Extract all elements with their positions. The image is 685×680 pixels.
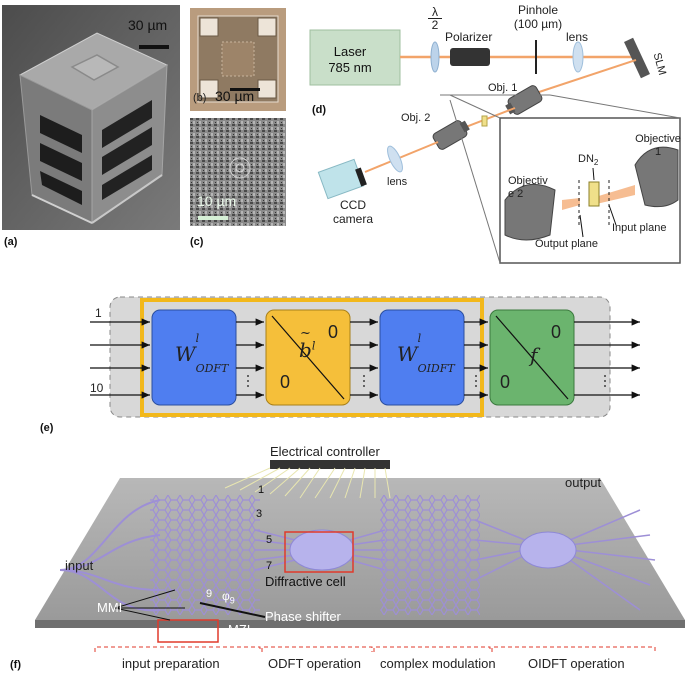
panel-b-scale-text: 30 µm: [215, 88, 255, 104]
photonic-chip-diagram: [0, 440, 685, 675]
pinhole-line1: Pinhole: [517, 3, 559, 17]
panel-f-label: (f): [10, 659, 21, 671]
ccd-line2: camera: [332, 212, 373, 226]
optical-setup-diagram: [300, 0, 685, 270]
panel-d-label: (d): [312, 104, 327, 116]
block-bias-zero-bottom: 0: [280, 372, 291, 392]
panel-c-scale-text: 10 µm: [197, 193, 237, 209]
objective1-line2: 1: [654, 146, 662, 158]
block-bias-zero-top: 0: [328, 322, 339, 342]
output-label: output: [565, 475, 602, 490]
obj1-label: Obj. 1: [488, 82, 518, 94]
block-bias-main: b: [299, 338, 312, 362]
panel-a-label: (a): [4, 236, 18, 248]
block-oidft-sup: l: [417, 332, 422, 345]
phi-sub: 9: [229, 595, 235, 606]
objective1-line1: Objective: [635, 133, 681, 145]
block-oidft-sub: OIDFT: [417, 362, 455, 375]
input-index-bottom: 10: [90, 381, 104, 395]
section-complex-modulation: complex modulation: [380, 656, 496, 671]
port-index-3: 3: [256, 508, 263, 520]
dn2-label: DN2: [578, 153, 598, 167]
block-activation: f: [530, 343, 538, 367]
diffractive-layer-image: [190, 118, 286, 226]
block-bias: ~bl: [299, 326, 316, 362]
panel-e-label: (e): [40, 422, 54, 434]
pinhole-line2: (100 µm): [513, 17, 563, 31]
half-wave-plate-label: λ 2: [428, 6, 442, 31]
port-index-9: 9: [206, 588, 213, 600]
block-oidft-main: W: [397, 342, 418, 366]
polarizer-label: Polarizer: [445, 30, 493, 44]
objective2-line1: Objectiv: [508, 175, 548, 187]
electrical-controller-label: Electrical controller: [270, 444, 380, 459]
input-index-top: 1: [95, 306, 102, 320]
diffractive-cell-label: Diffractive cell: [265, 574, 346, 589]
block-odft-sub: ODFT: [195, 362, 229, 375]
output-plane-label: Output plane: [535, 238, 598, 250]
dn2-text: DN: [578, 153, 594, 165]
pinhole-label: Pinhole (100 µm): [508, 3, 568, 31]
input-label: input: [65, 558, 94, 573]
ccd-label: CCD camera: [328, 198, 378, 226]
block-activation-zero-bottom: 0: [500, 372, 511, 392]
laser-line1: Laser: [333, 44, 367, 59]
panel-b-label: (b): [193, 92, 207, 104]
section-odft-operation: ODFT operation: [268, 656, 361, 671]
objective2-line2: e 2: [508, 188, 524, 200]
mmi-label: MMI: [97, 600, 123, 615]
block-activation-zero-top: 0: [551, 322, 562, 342]
lambda-den: 2: [431, 18, 439, 32]
port-index-1: 1: [258, 484, 265, 496]
port-index-5: 5: [266, 534, 273, 546]
phi-symbol: φ: [222, 589, 230, 603]
sem-cube-image: [2, 5, 180, 230]
objective1-label: Objective 1: [632, 133, 684, 159]
section-oidft-operation: OIDFT operation: [528, 656, 625, 671]
laser-line2: 785 nm: [328, 60, 372, 75]
port-index-7: 7: [266, 560, 273, 572]
lens-top-label: lens: [566, 30, 589, 44]
phase-shifter-label: Phase shifter: [265, 609, 341, 624]
panel-c-label: (c): [190, 236, 204, 248]
block-diagram: [80, 292, 660, 422]
block-odft-sup: l: [195, 332, 200, 345]
lambda-num: λ: [428, 6, 442, 19]
block-bias-sup: l: [311, 339, 316, 353]
mzi-label: MZI: [228, 622, 251, 637]
phi-label: φ9: [222, 589, 235, 605]
objective2-label: Objectiv e 2: [508, 175, 558, 201]
optical-micrograph-image: [190, 8, 286, 111]
ccd-line1: CCD: [340, 198, 366, 212]
block-odft-main: W: [175, 342, 196, 366]
input-plane-label: Input plane: [612, 222, 667, 234]
obj2-label: Obj. 2: [401, 112, 431, 124]
laser-label: Laser 785 nm: [320, 44, 380, 76]
lens-bottom-label: lens: [387, 176, 408, 188]
block-bias-tilde: ~: [300, 326, 311, 341]
panel-a-scale-text: 30 µm: [128, 17, 168, 33]
section-input-preparation: input preparation: [122, 656, 220, 671]
dn2-sub: 2: [593, 158, 599, 168]
